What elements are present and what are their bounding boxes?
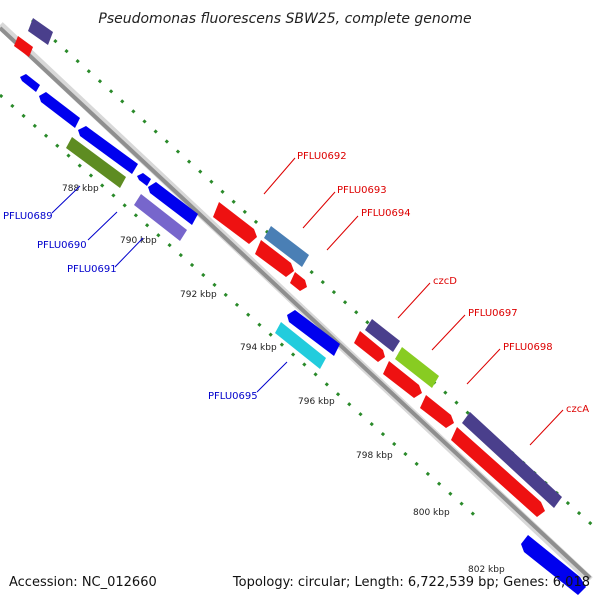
gene-arrow-blue-small[interactable] (137, 173, 151, 186)
backbone-line (0, 26, 592, 580)
accession-text: Accession: NC_012660 (9, 575, 157, 590)
label-pflu0697[interactable]: PFLU0697 (468, 308, 518, 319)
gene-arrow-steelblue-pflu0693[interactable] (264, 226, 309, 267)
gene-arrow-blue-1[interactable] (20, 74, 40, 92)
gene-arrow-blue-pflu0695a[interactable] (287, 310, 340, 356)
label-pflu0690[interactable]: PFLU0690 (37, 240, 87, 251)
tick-802-kbp: 802 kbp (468, 565, 505, 575)
gene-feature-red-top[interactable] (14, 36, 33, 57)
tick-796-kbp: 796 kbp (298, 397, 335, 407)
gene-arrow-red-czcd-below[interactable] (354, 331, 385, 362)
tick-788-kbp: 788 kbp (62, 184, 99, 194)
leader-pflu0689 (51, 185, 81, 214)
leader-pflu0697 (431, 314, 466, 351)
tick-798-kbp: 798 kbp (356, 451, 393, 461)
gene-arrow-blue-bottom[interactable] (521, 535, 586, 595)
gene-arrow-red-pflu0698[interactable] (420, 395, 454, 428)
leader-pflu0695 (256, 361, 288, 393)
gene-arrow-red-czca[interactable] (451, 427, 545, 517)
gene-arrow-red-small[interactable] (290, 272, 307, 291)
tick-800-kbp: 800 kbp (413, 508, 450, 518)
label-pflu0691[interactable]: PFLU0691 (67, 264, 117, 275)
tick-792-kbp: 792 kbp (180, 290, 217, 300)
gene-arrow-cyan-pflu0695[interactable] (275, 322, 326, 369)
map-title: Pseudomonas fluorescens SBW25, complete … (98, 11, 471, 27)
label-pflu0694[interactable]: PFLU0694 (361, 208, 411, 219)
gene-arrow-blue-2[interactable] (39, 92, 80, 128)
inner-tick-track (0, 93, 481, 522)
leader-pflu0690 (87, 211, 118, 241)
leader-czcd (397, 282, 431, 319)
label-czca[interactable]: czcA (566, 404, 589, 415)
gene-arrow-red-pflu0694[interactable] (255, 240, 294, 277)
label-czcd[interactable]: czcD (433, 276, 457, 287)
gene-arrow-blue-3[interactable] (78, 126, 138, 174)
gene-arrow-red-pflu0692[interactable] (213, 202, 257, 244)
gene-arrow-green-pflu0689[interactable] (66, 137, 126, 188)
label-pflu0692[interactable]: PFLU0692 (297, 151, 347, 162)
label-pflu0693[interactable]: PFLU0693 (337, 185, 387, 196)
topology-text: Topology: circular; Length: 6,722,539 bp… (232, 575, 590, 590)
gene-arrow-purple-pflu0690[interactable] (134, 194, 187, 241)
label-pflu0698[interactable]: PFLU0698 (503, 342, 553, 353)
label-pflu0695[interactable]: PFLU0695 (208, 391, 258, 402)
gene-arrow-dark-czcd[interactable] (365, 319, 400, 352)
gene-arrow-dark-czca[interactable] (462, 412, 562, 508)
leader-pflu0693 (302, 191, 336, 229)
tick-794-kbp: 794 kbp (240, 343, 277, 353)
gene-arrow-red-pflu0697[interactable] (383, 361, 422, 398)
leader-pflu0692 (263, 157, 296, 195)
leader-pflu0698 (466, 348, 501, 385)
leader-pflu0691 (114, 237, 144, 268)
leader-czca (529, 409, 564, 446)
gene-arrow-lime-pflu0697[interactable] (395, 347, 439, 388)
gene-arrow-blue-pflu0691[interactable] (148, 182, 198, 225)
leader-pflu0694 (326, 215, 359, 251)
gene-feature-dark-top[interactable] (28, 18, 53, 45)
tick-790-kbp: 790 kbp (120, 236, 157, 246)
label-pflu0689[interactable]: PFLU0689 (3, 211, 53, 222)
